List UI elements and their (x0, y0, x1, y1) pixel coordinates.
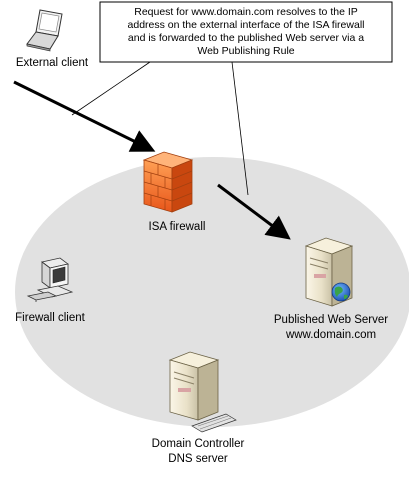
domain-controller-label-line-2: DNS server (168, 453, 228, 465)
server-icon (168, 351, 237, 433)
network-ellipse (15, 157, 409, 427)
laptop-icon (26, 9, 63, 52)
brick-firewall-icon (142, 151, 194, 213)
callout-leader-left (71, 61, 151, 116)
external-client-label: External client (16, 57, 89, 69)
callout-line-4: Web Publishing Rule (197, 45, 294, 57)
callout-leader-right (231, 61, 249, 196)
callout-line-2: address on the external interface of the… (128, 19, 365, 31)
web-server-label-line-2: www.domain.com (285, 329, 376, 341)
firewall-client-label: Firewall client (15, 312, 85, 324)
arrow-firewall-to-webserver (217, 183, 291, 240)
keyboard-icon (191, 413, 237, 433)
domain-controller-label-line-1: Domain Controller (152, 438, 245, 450)
desktop-computer-icon (26, 257, 74, 302)
callout-line-3: and is forwarded to the published Web se… (128, 32, 364, 44)
web-server-icon (304, 237, 354, 307)
callout-box (99, 1, 393, 63)
arrow-client-to-firewall (13, 80, 156, 152)
isa-firewall-label: ISA firewall (149, 221, 206, 233)
globe-icon (331, 282, 351, 302)
callout: Request for www.domain.com resolves to t… (99, 1, 393, 63)
web-server-label-line-1: Published Web Server (274, 314, 388, 326)
callout-line-1: Request for www.domain.com resolves to t… (134, 6, 358, 18)
